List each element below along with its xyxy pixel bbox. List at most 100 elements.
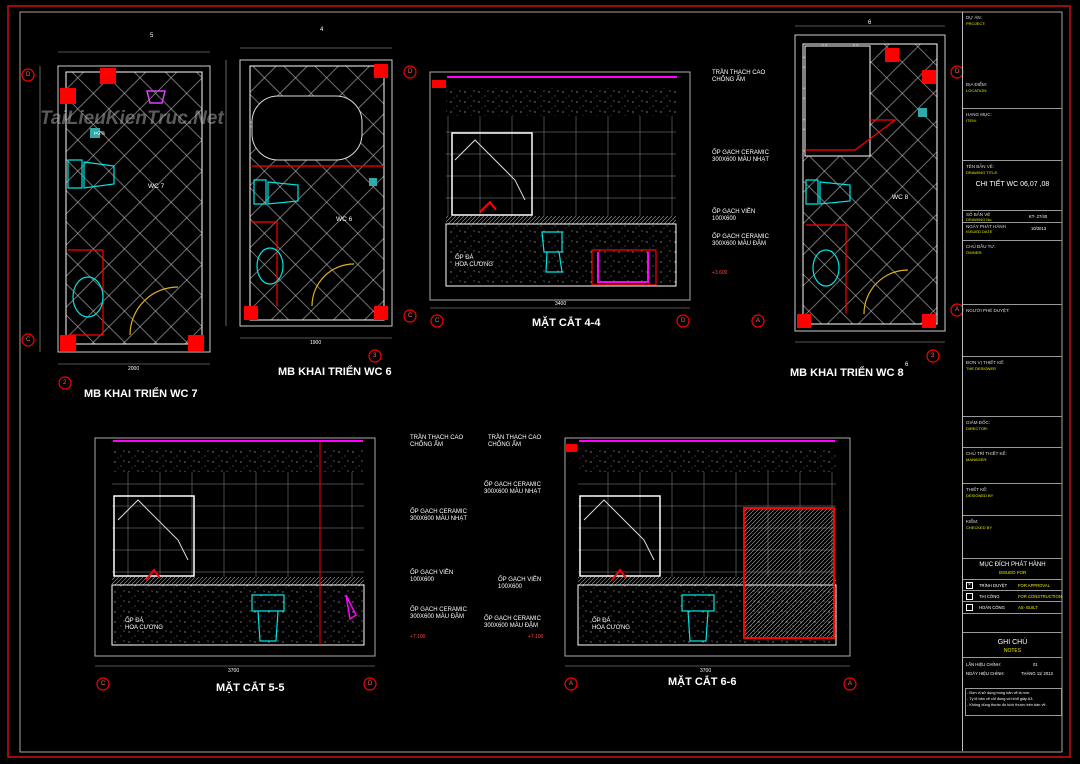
- axis-label: 3: [931, 353, 935, 359]
- option-label: HOÀN CÔNG: [979, 605, 1005, 610]
- label-sub: DRAWING No.: [966, 217, 993, 222]
- checked-cell: KIỂM: CHECKED BY: [963, 515, 1062, 556]
- label: HẠNG MỤC:: [966, 112, 992, 117]
- label-sub: LOCATION:: [966, 88, 988, 93]
- section-4-4: [429, 71, 691, 301]
- level-mark: +7.100: [410, 634, 426, 640]
- label: KIỂM:: [966, 519, 979, 524]
- label: ĐỊA ĐIỂM:: [966, 82, 988, 87]
- project-cell: DỰ ÁN: PROJECT: ĐỊA ĐIỂM: LOCATION:: [963, 12, 1062, 108]
- axis-label: A: [569, 681, 574, 687]
- title-wc7: MB KHAI TRIỂN WC 7: [84, 388, 198, 400]
- checkbox[interactable]: [966, 593, 973, 600]
- label-sub: MANAGER:: [966, 457, 988, 462]
- axis-label: D: [681, 318, 686, 324]
- label: CHỦ ĐẦU TƯ:: [966, 244, 996, 249]
- label: CHỦ TRÌ THIẾT KẾ:: [966, 451, 1007, 456]
- option-value: FOR APPROVAL: [1018, 583, 1051, 588]
- label-sub: DIRECTOR:: [966, 426, 988, 431]
- section-mark: 5: [150, 33, 154, 39]
- label-sub: DRAWING TITLE:: [966, 170, 999, 175]
- divider: [963, 657, 1062, 658]
- drawing-title-cell: TÊN BẢN VẼ: DRAWING TITLE: CHI TIẾT WC 0…: [963, 160, 1062, 211]
- section-mark: 4: [320, 27, 324, 33]
- slope-label: i=2%: [94, 131, 106, 137]
- axis-label: A: [955, 307, 960, 313]
- axis-label: D: [368, 681, 373, 687]
- drawing-no-cell: SỐ BẢN VẼ DRAWING No. KT- 27/40: [963, 210, 1062, 223]
- issued-option-construction[interactable]: THI CÔNG FOR CONSTRUCTION: [963, 590, 1062, 602]
- issued-option-as-built[interactable]: HOÀN CÔNG AS- BUILT: [963, 601, 1062, 614]
- axis-label: A: [848, 681, 853, 687]
- checkbox-checked[interactable]: ×: [966, 582, 973, 589]
- revision-date-label: NGÀY HIỆU CHỈNH:: [966, 671, 1005, 676]
- label-sub: OWNER:: [966, 250, 983, 255]
- drawing-number: KT- 27/40: [1029, 214, 1048, 219]
- axis-label: C: [435, 318, 440, 324]
- option-value: AS- BUILT: [1018, 605, 1038, 610]
- room-label-wc8: WC 8: [892, 194, 909, 201]
- axis-label: C: [26, 337, 31, 343]
- title-wc6: MB KHAI TRIỂN WC 6: [278, 366, 392, 378]
- title-block: DỰ ÁN: PROJECT: ĐỊA ĐIỂM: LOCATION: HẠNG…: [962, 12, 1062, 751]
- issue-date-cell: NGÀY PHÁT HÀNH ISSUED DATE 10/2013: [963, 222, 1062, 235]
- section-5-5: [94, 437, 376, 657]
- axis-label: D: [26, 72, 31, 78]
- note-item: - Tỷ lệ bản vẽ chỉ đúng với khổ giấy A3.: [967, 697, 1034, 701]
- section-6-6: [564, 437, 851, 657]
- axis-label: C: [408, 313, 413, 319]
- label-sub: PROJECT:: [966, 21, 986, 26]
- plan-wc7: [57, 65, 211, 353]
- label: SỐ BẢN VẼ: [966, 212, 991, 217]
- checkbox[interactable]: [966, 604, 973, 611]
- label: GIÁM ĐỐC:: [966, 420, 991, 425]
- option-value: FOR CONSTRUCTION: [1018, 594, 1062, 599]
- inner-border: [19, 11, 1063, 753]
- level-mark: +7.100: [528, 634, 544, 640]
- watermark: TaiLieuKienTruc.Net: [40, 108, 224, 129]
- plan-wc8: [794, 34, 946, 332]
- title-section-5-5: MẶT CẮT 5-5: [216, 682, 285, 694]
- drawing-title: CHI TIẾT WC 06,07 ,08: [975, 181, 1050, 188]
- notes-sub: NOTES: [1003, 648, 1022, 654]
- issued-title: MỤC ĐÍCH PHÁT HÀNH: [979, 562, 1046, 568]
- axis-label: A: [756, 318, 761, 324]
- note-item: - Không dùng thước đo kích thước trên bả…: [967, 703, 1047, 707]
- section-mark: 6: [905, 362, 909, 368]
- dim-label: 1900: [310, 340, 322, 346]
- label: ĐƠN VỊ THIẾT KẾ:: [966, 360, 1005, 365]
- notes-title: GHI CHÚ: [997, 639, 1028, 646]
- owner-cell: CHỦ ĐẦU TƯ: OWNER:: [963, 240, 1062, 301]
- note-item: - Đơn vị sử dụng trong bản vẽ là mm.: [967, 691, 1031, 695]
- outer-border: [7, 5, 1071, 758]
- issued-sub: ISSUED FOR: [998, 570, 1027, 575]
- label-sub: THE DESIGNER: [966, 366, 997, 371]
- axis-markers: [21, 65, 964, 691]
- axis-label: C: [101, 681, 106, 687]
- issued-option-approval[interactable]: × TRÌNH DUYỆT FOR APPROVAL: [963, 579, 1062, 591]
- axis-label: D: [955, 69, 960, 75]
- issued-for-cell: MỤC ĐÍCH PHÁT HÀNH ISSUED FOR × TRÌNH DU…: [963, 558, 1062, 621]
- title-wc8: MB KHAI TRIỂN WC 8: [790, 367, 904, 379]
- revision-date-value: THÁNG 11/ 2013: [1021, 671, 1053, 676]
- revision-value: 01: [1033, 662, 1038, 667]
- label-sub: ISSUED DATE: [966, 229, 993, 234]
- room-label-wc7: WC 7: [148, 183, 165, 190]
- axis-label: 3: [373, 353, 377, 359]
- section-mark: 6: [868, 20, 872, 26]
- manager-cell: CHỦ TRÌ THIẾT KẾ: MANAGER:: [963, 447, 1062, 483]
- axis-label: 2: [63, 380, 67, 386]
